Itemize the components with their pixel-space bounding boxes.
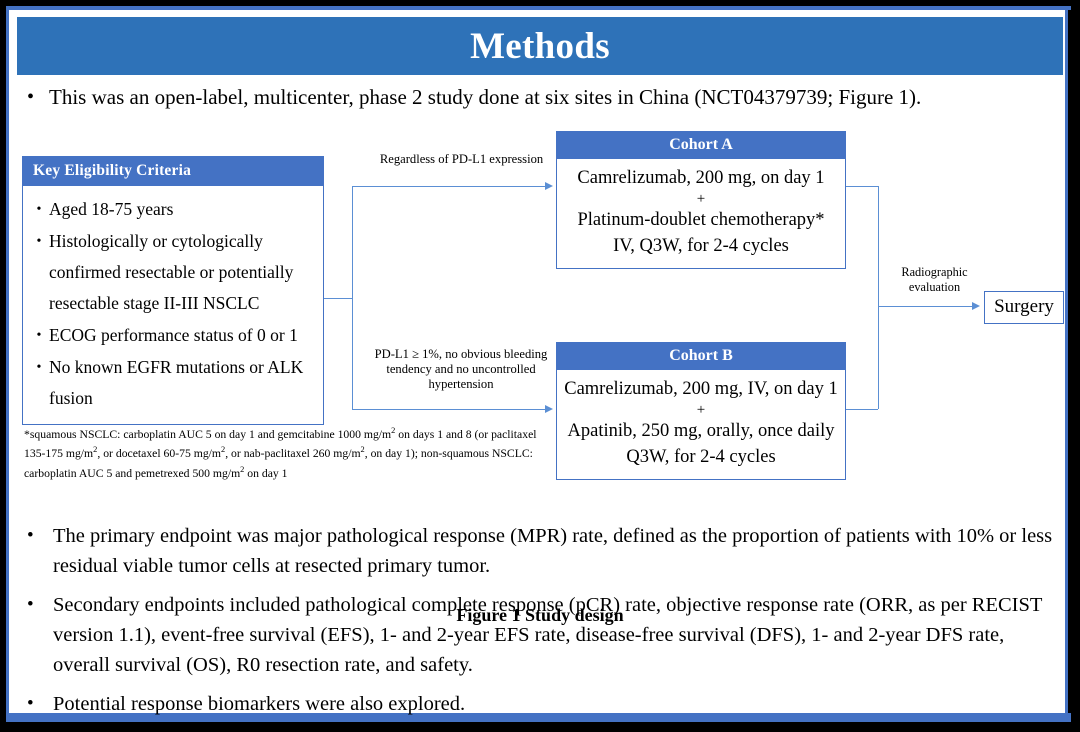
connector-line-merge-vertical <box>878 186 879 409</box>
footnote-part: on day 1 <box>244 466 288 480</box>
eligibility-box-header: Key Eligibility Criteria <box>23 157 323 186</box>
cohort-a-plus-sign: + <box>696 191 706 207</box>
cohort-a-body: Camrelizumab, 200 mg, on day 1 + Platinu… <box>557 159 845 268</box>
surgery-box: Surgery <box>984 291 1064 324</box>
eligibility-item-text: Aged 18-75 years <box>49 199 174 219</box>
footnote-superscript: 2 <box>391 426 396 435</box>
cohort-b-plus-sign: + <box>696 402 706 418</box>
bullet-marker-icon: • <box>36 234 42 249</box>
slide-top-accent-bar <box>9 6 1071 10</box>
eligibility-item-text: ECOG performance status of 0 or 1 <box>49 325 298 345</box>
page-title: Methods <box>470 25 610 67</box>
arrow-head-cohort-a-icon <box>545 181 553 190</box>
footnote-superscript: 2 <box>240 464 245 474</box>
connector-line-to-cohort-b <box>352 409 545 410</box>
connector-line-cohort-a-out <box>846 186 878 187</box>
bullet-marker-icon: • <box>27 693 34 714</box>
connector-line-cohort-b-out <box>846 409 878 410</box>
cohort-a-header: Cohort A <box>557 132 845 159</box>
eligibility-item-text: No known EGFR mutations or ALK fusion <box>49 357 304 408</box>
eligibility-criteria-box: Key Eligibility Criteria • Aged 18-75 ye… <box>22 156 324 425</box>
intro-bullet-text: This was an open-label, multicenter, pha… <box>49 85 922 109</box>
bullet-text-primary-endpoint: The primary endpoint was major pathologi… <box>53 525 1053 577</box>
bullet-text-biomarkers: Potential response biomarkers were also … <box>53 693 466 715</box>
eligibility-item-text: Histologically or cytologically confirme… <box>49 231 294 313</box>
cohort-b-line-3: Q3W, for 2-4 cycles <box>626 447 776 467</box>
footnote-superscript: 2 <box>221 445 226 455</box>
list-item: • The primary endpoint was major patholo… <box>23 521 1059 581</box>
list-item: • No known EGFR mutations or ALK fusion <box>29 352 317 414</box>
footnote-superscript: 2 <box>360 445 365 455</box>
slide-title-banner: Methods <box>17 17 1063 75</box>
connector-line-to-surgery <box>878 306 976 307</box>
figure-caption: Figure 1 Study design <box>456 605 624 625</box>
list-item: • Potential response biomarkers were als… <box>23 689 1059 719</box>
eligibility-box-body: • Aged 18-75 years • Histologically or c… <box>23 186 323 424</box>
footnote-part: , on day 1); non-squamous NSCLC: carbopl… <box>24 447 533 480</box>
cohort-a-line-2: Platinum-doublet chemotherapy* <box>577 210 825 230</box>
cohort-b-box: Cohort B Camrelizumab, 200 mg, IV, on da… <box>556 342 846 480</box>
bullet-marker-icon: • <box>36 202 42 217</box>
bullet-marker-icon: • <box>27 86 35 108</box>
annotation-top-arm: Regardless of PD-L1 expression <box>379 152 544 166</box>
list-item: • Histologically or cytologically confir… <box>29 226 317 319</box>
footnote-superscript: 2 <box>93 445 98 455</box>
cohort-a-line-3: IV, Q3W, for 2-4 cycles <box>613 236 789 256</box>
bullet-marker-icon: • <box>36 328 42 343</box>
methods-bullet-list: • The primary endpoint was major patholo… <box>23 521 1059 728</box>
list-item: • Secondary endpoints included pathologi… <box>23 590 1059 680</box>
cohort-b-header: Cohort B <box>557 343 845 370</box>
footnote-part: , or nab-paclitaxel 260 mg/m <box>225 447 361 461</box>
bullet-text-secondary-endpoints: Secondary endpoints included pathologica… <box>53 594 1043 676</box>
arrow-head-cohort-b-icon <box>545 404 553 413</box>
figure-footnote: *squamous NSCLC: carboplatin AUC 5 on da… <box>24 423 554 481</box>
cohort-b-line-2: Apatinib, 250 mg, orally, once daily <box>567 421 835 441</box>
cohort-b-line-1: Camrelizumab, 200 mg, IV, on day 1 <box>564 379 838 399</box>
annotation-radiographic-evaluation: Radiographic evaluation <box>901 265 968 294</box>
cohort-a-line-1: Camrelizumab, 200 mg, on day 1 <box>577 168 825 188</box>
bullet-marker-icon: • <box>27 594 34 615</box>
cohort-b-body: Camrelizumab, 200 mg, IV, on day 1 + Apa… <box>557 370 845 479</box>
connector-line-split-vertical <box>352 186 353 409</box>
list-item: • Aged 18-75 years <box>29 194 317 225</box>
connector-line-eligibility-out <box>324 298 352 299</box>
slide-canvas: Methods • This was an open-label, multic… <box>6 6 1071 722</box>
cohort-a-box: Cohort A Camrelizumab, 200 mg, on day 1 … <box>556 131 846 269</box>
annotation-bottom-arm: PD-L1 ≥ 1%, no obvious bleeding tendency… <box>374 347 548 391</box>
slide-bottom-accent-bar <box>9 713 1071 722</box>
intro-bullet-row: • This was an open-label, multicenter, p… <box>23 84 1058 110</box>
arrow-head-surgery-icon <box>972 301 980 310</box>
bullet-marker-icon: • <box>36 360 42 375</box>
connector-line-to-cohort-a <box>352 186 545 187</box>
footnote-part: *squamous NSCLC: carboplatin AUC 5 on da… <box>24 427 392 441</box>
footnote-part: , or docetaxel 60-75 mg/m <box>97 447 222 461</box>
list-item: • ECOG performance status of 0 or 1 <box>29 320 317 351</box>
footnote-part: on days 1 and 8 (or paclitaxel 135-175 m… <box>24 427 537 461</box>
study-design-figure: Key Eligibility Criteria • Aged 18-75 ye… <box>9 118 1071 625</box>
bullet-marker-icon: • <box>27 525 34 546</box>
